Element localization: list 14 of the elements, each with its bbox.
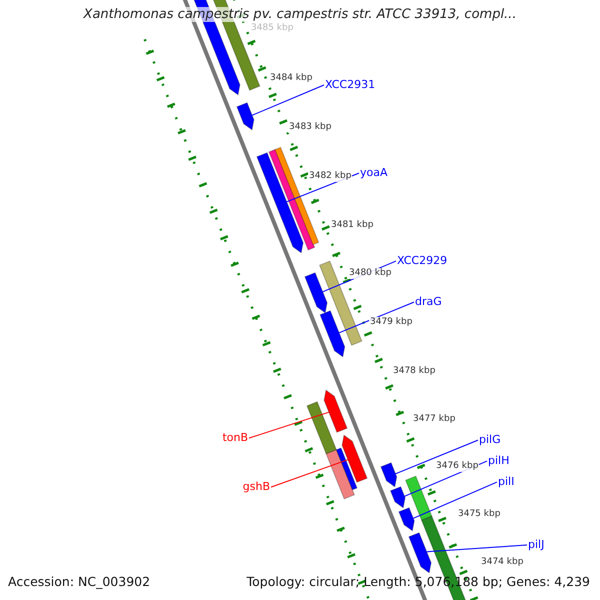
scale-tick-label: 3478 kbp <box>392 366 436 377</box>
scale-tick-label: 3479 kbp <box>369 317 414 328</box>
accession-text: Accession: NC_003902 <box>8 576 150 588</box>
scale-tick-label: 3481 kbp <box>330 220 374 231</box>
scale-tick-label: 3484 kbp <box>269 73 314 84</box>
scale-tick-label: 3480 kbp <box>348 268 392 279</box>
scale-tick-label: 3475 kbp <box>457 509 502 520</box>
scale-tick-label: 3483 kbp <box>288 122 332 133</box>
scale-tick-label: 3474 kbp <box>480 557 524 568</box>
title: Xanthomonas campestris pv. campestris str. ATCC 33913, compl... <box>82 8 518 21</box>
scale-tick-label: 3485 kbp <box>250 23 294 34</box>
scale-tick-label: 3476 kbp <box>435 461 480 472</box>
scale-tick-label: 3477 kbp <box>412 414 456 425</box>
scale-tick-label: 3482 kbp <box>308 171 352 182</box>
